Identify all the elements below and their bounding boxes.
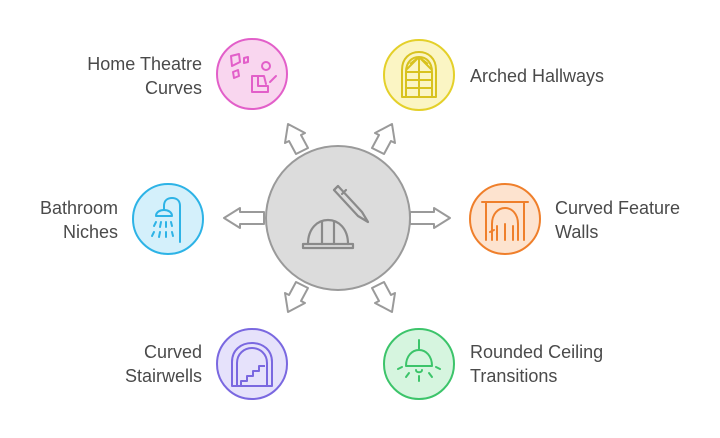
rounded-ceiling-node	[383, 328, 455, 400]
label-rounded-ceiling-line-1: Rounded Ceiling	[470, 342, 604, 362]
curved-stairwells-circle	[216, 328, 288, 400]
arrow-down-right	[371, 281, 396, 313]
arrows	[223, 123, 451, 313]
label-rounded-ceiling: Rounded Ceiling Transitions	[470, 340, 603, 388]
arched-window-icon	[401, 51, 437, 98]
theatre-seat-icon	[230, 53, 277, 93]
bathroom-niches-node	[132, 183, 204, 255]
curved-feature-walls-circle	[469, 183, 541, 255]
arrow-up-left	[284, 123, 309, 155]
label-bathroom-niches-line-1: Bathroom	[39, 198, 118, 218]
label-bathroom-niches-line-2: Niches	[62, 222, 118, 242]
bathroom-niches-circle	[132, 183, 204, 255]
shower-icon	[151, 197, 181, 243]
label-curved-stairwells: Curved Stairwells	[125, 340, 202, 388]
curved-stairwells-node	[216, 328, 288, 400]
label-curved-feature-walls-line-2: Walls	[555, 222, 599, 242]
arrow-left	[223, 207, 265, 229]
label-bathroom-niches: Bathroom Niches	[40, 196, 118, 244]
ceiling-lamp-icon	[397, 339, 441, 382]
label-arched-hallways-line-1: Arched Hallways	[470, 66, 605, 86]
label-curved-stairwells-line-2: Stairwells	[124, 366, 202, 386]
arched-stairs-icon	[231, 342, 273, 387]
label-curved-stairwells-line-1: Curved	[143, 342, 202, 362]
arrow-right	[409, 207, 451, 229]
arched-door-icon	[481, 201, 529, 241]
arrow-up-right	[371, 123, 396, 155]
label-curved-feature-walls: Curved Feature Walls	[555, 196, 680, 244]
home-theatre-circle	[216, 38, 288, 110]
label-home-theatre: Home Theatre Curves	[87, 52, 202, 100]
curved-feature-walls-node	[469, 183, 541, 255]
label-curved-feature-walls-line-1: Curved Feature	[555, 198, 681, 218]
label-home-theatre-line-1: Home Theatre	[87, 54, 202, 74]
center-hub	[265, 145, 411, 291]
arrow-down-left	[284, 281, 309, 313]
rounded-ceiling-circle	[383, 328, 455, 400]
arched-hallways-node	[383, 39, 455, 111]
home-theatre-node	[216, 38, 288, 110]
hardhat-pencil-icon	[301, 184, 370, 250]
label-home-theatre-line-2: Curves	[144, 78, 202, 98]
label-arched-hallways: Arched Hallways	[470, 64, 604, 88]
label-rounded-ceiling-line-2: Transitions	[470, 366, 558, 386]
